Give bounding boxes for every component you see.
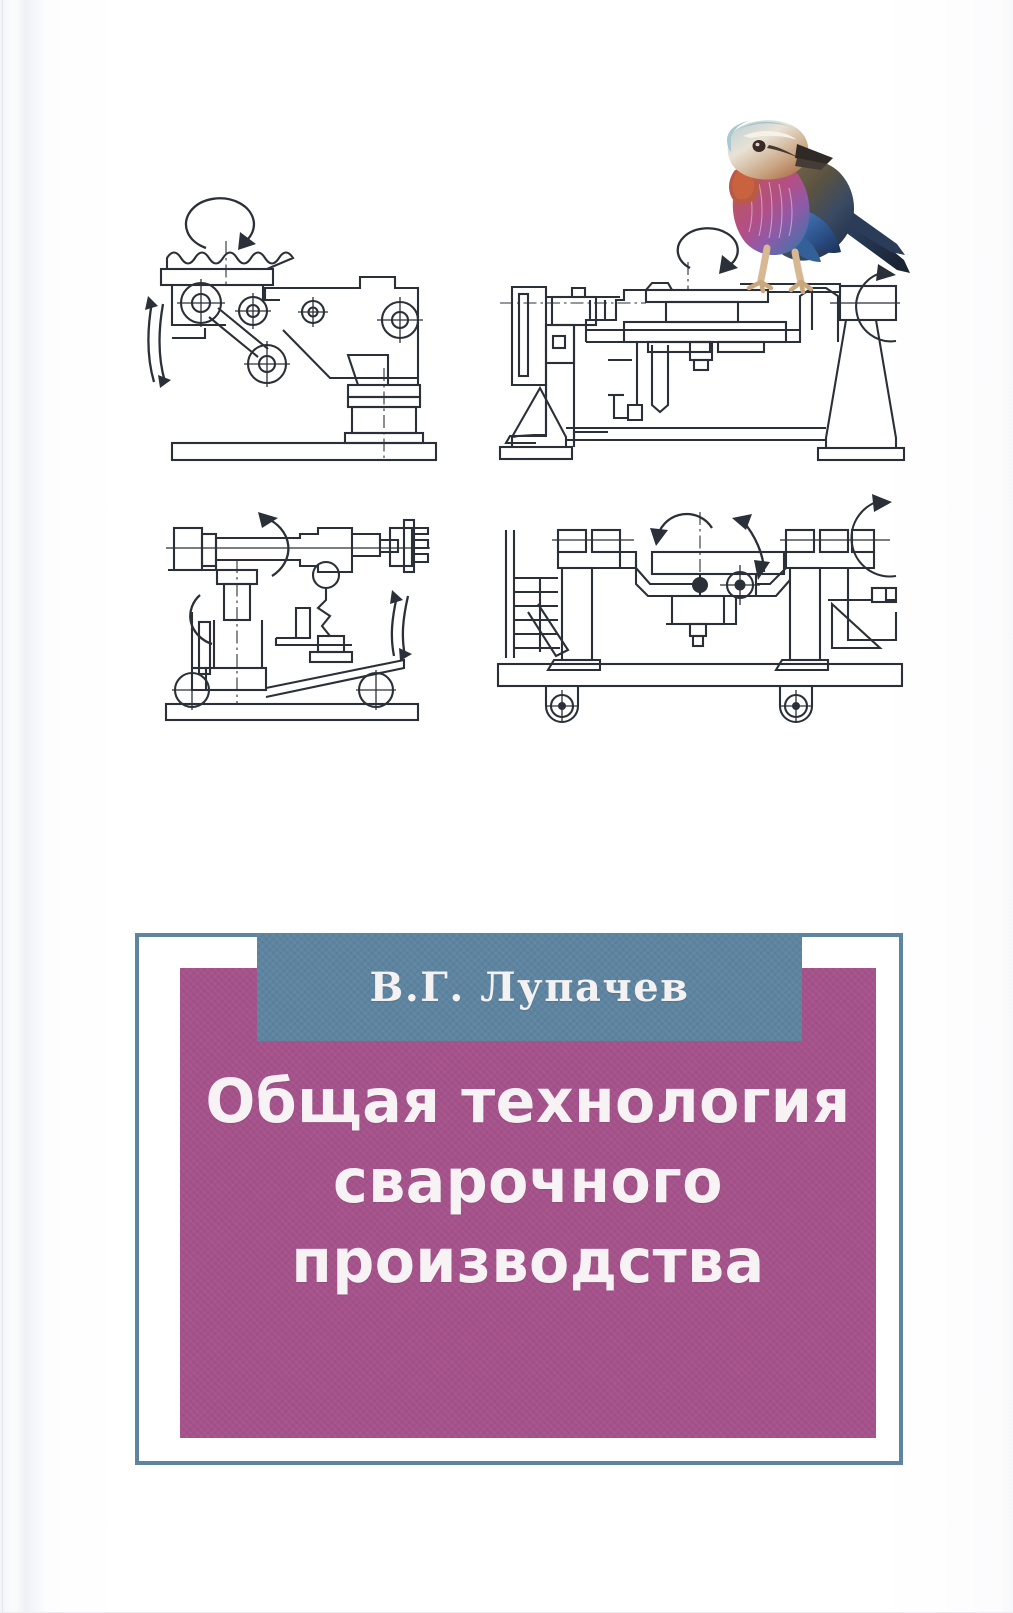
lilac-breasted-roller-bird xyxy=(691,92,911,307)
author-band: В.Г. Лупачев xyxy=(257,933,802,1041)
title-line-1: Общая технология xyxy=(205,1066,851,1137)
spine-edge-line xyxy=(2,0,3,1613)
technical-drawings-group xyxy=(0,0,1013,780)
title-line-2: сварочного xyxy=(333,1146,723,1217)
book-title: Общая технология сварочного производства xyxy=(180,1062,876,1302)
drawing-rotating-manipulator-on-carriage xyxy=(164,512,430,722)
author-name: В.Г. Лупачев xyxy=(369,963,690,1011)
title-line-3: производства xyxy=(291,1226,765,1297)
drawing-tilting-welding-positioner xyxy=(145,197,438,462)
drawing-tilting-positioner-on-bogie xyxy=(496,494,904,724)
